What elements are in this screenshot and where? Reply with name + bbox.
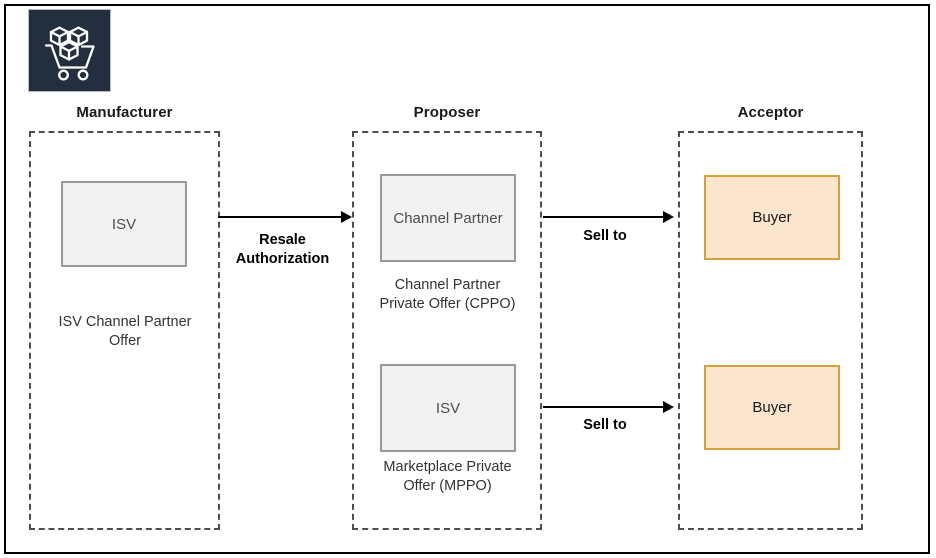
node-buyer-top[interactable]: Buyer	[704, 175, 840, 260]
arrow-sell-to-top-line	[543, 216, 665, 218]
diagram-outer-frame	[4, 4, 930, 554]
arrow-label-sell-to-top: Sell to	[583, 228, 627, 244]
caption-isv-channel-partner-offer: ISV Channel Partner Offer	[34, 313, 216, 351]
column-header-acceptor: Acceptor	[737, 104, 804, 121]
caption-line-1: Marketplace Private	[383, 459, 512, 475]
arrow-label-line-1: Resale	[259, 232, 306, 248]
caption-channel-partner-private-offer: Channel Partner Private Offer (CPPO)	[355, 276, 540, 314]
caption-line-2: Offer (MPPO)	[403, 478, 492, 494]
arrow-resale-authorization-head	[341, 211, 352, 223]
caption-line-1: ISV Channel Partner	[58, 314, 192, 330]
lane-manufacturer	[29, 131, 220, 530]
node-isv-proposer[interactable]: ISV	[380, 364, 516, 452]
column-header-manufacturer: Manufacturer	[76, 104, 173, 121]
node-isv-manufacturer[interactable]: ISV	[61, 181, 187, 267]
node-channel-partner[interactable]: Channel Partner	[380, 174, 516, 262]
caption-line-1: Channel Partner	[394, 277, 501, 293]
arrow-label-line-2: Authorization	[235, 251, 330, 267]
arrow-resale-authorization-line	[218, 216, 343, 218]
arrow-label-sell-to-bottom: Sell to	[583, 417, 627, 433]
arrow-sell-to-bottom-line	[543, 406, 665, 408]
arrow-sell-to-top-head	[663, 211, 674, 223]
arrow-label-resale-authorization: Resale Authorization	[215, 231, 350, 269]
caption-line-2: Offer	[109, 333, 141, 349]
column-header-proposer: Proposer	[413, 104, 481, 121]
node-buyer-bottom[interactable]: Buyer	[704, 365, 840, 450]
lane-acceptor	[678, 131, 863, 530]
aws-marketplace-cart-icon	[28, 9, 111, 92]
caption-line-2: Private Offer (CPPO)	[379, 296, 516, 312]
lane-proposer	[352, 131, 542, 530]
arrow-sell-to-bottom-head	[663, 401, 674, 413]
caption-marketplace-private-offer: Marketplace Private Offer (MPPO)	[355, 458, 540, 496]
